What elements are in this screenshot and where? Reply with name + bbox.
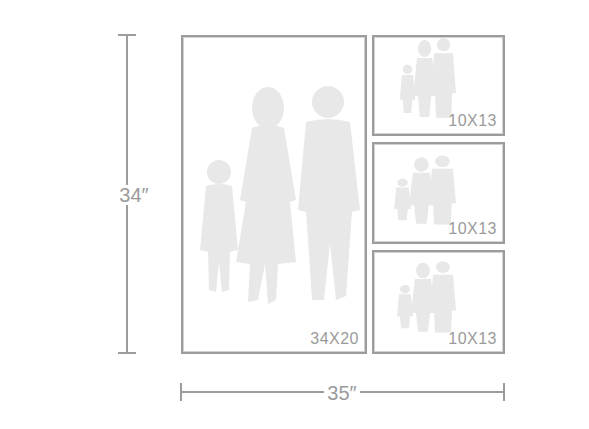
picture-frame: 34X20 xyxy=(181,35,367,354)
dimension-label: 34″ xyxy=(116,185,151,205)
size-label: 10X13 xyxy=(448,113,497,129)
family-silhouette xyxy=(200,86,360,304)
dimension-label: 35″ xyxy=(324,383,359,403)
picture-frame: 10X13 xyxy=(372,35,505,136)
size-label: 34X20 xyxy=(310,331,359,347)
picture-frame: 10X13 xyxy=(372,142,505,244)
size-label: 10X13 xyxy=(448,331,497,347)
dimension-line xyxy=(118,35,504,401)
picture-frame: 10X13 xyxy=(372,250,505,354)
size-label: 10X13 xyxy=(448,221,497,237)
